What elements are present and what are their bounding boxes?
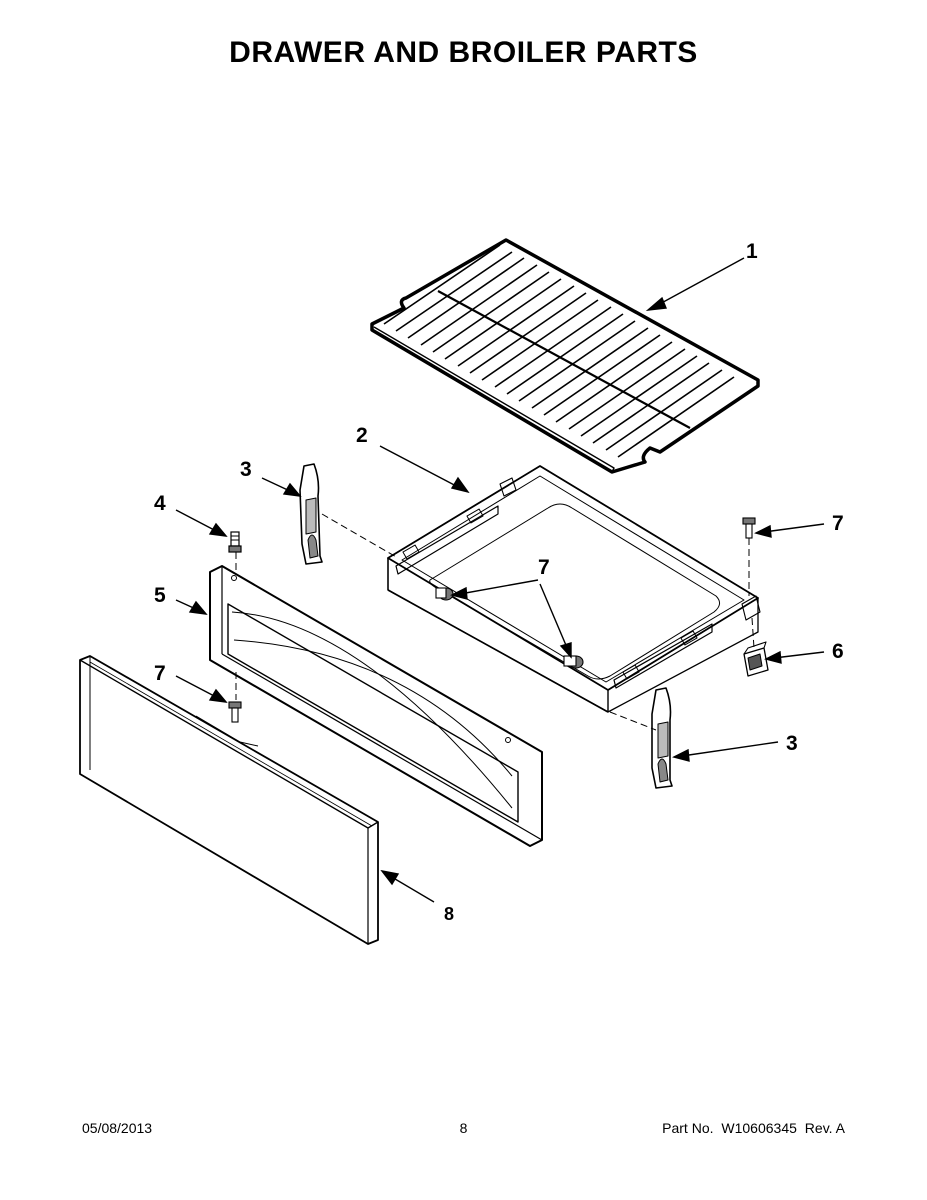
part-screw-center-1 [435,587,454,601]
footer-part-number: Part No. W10606345 Rev. A [658,1120,845,1136]
part-label: Part No. [662,1120,714,1136]
part-drawer-front [209,565,543,847]
footer-date: 05/08/2013 [82,1120,153,1136]
callout-drawer-panel: 8 [444,904,454,924]
part-screw-right [742,517,756,539]
part-clip [743,641,769,677]
part-number: W10606345 [721,1120,797,1136]
page-title: DRAWER AND BROILER PARTS [229,36,698,69]
part-drawer-body [387,465,761,713]
assembly-lines [235,513,755,731]
callout-glide-right: 3 [786,732,798,755]
part-screw-center-2 [563,655,584,669]
callout-rack: 1 [746,240,758,263]
callout-stud: 4 [154,492,166,515]
callout-drawer-body: 2 [356,424,368,447]
part-stud [228,531,242,553]
part-drawer-panel [79,655,379,945]
part-rack [370,238,760,474]
leader-lines [175,257,825,903]
part-glide-left [299,463,323,565]
callout-drawer-front: 5 [154,584,166,607]
callout-screw-left: 7 [154,662,166,685]
callout-glide-left: 3 [240,458,252,481]
callout-screw-center: 7 [538,556,550,579]
callout-clip: 6 [832,640,844,663]
callout-screw-right: 7 [832,512,844,535]
revision: Rev. A [804,1120,845,1136]
footer-page-number: 8 [459,1120,468,1136]
part-glide-right [651,687,673,789]
part-screw-left [228,701,242,723]
